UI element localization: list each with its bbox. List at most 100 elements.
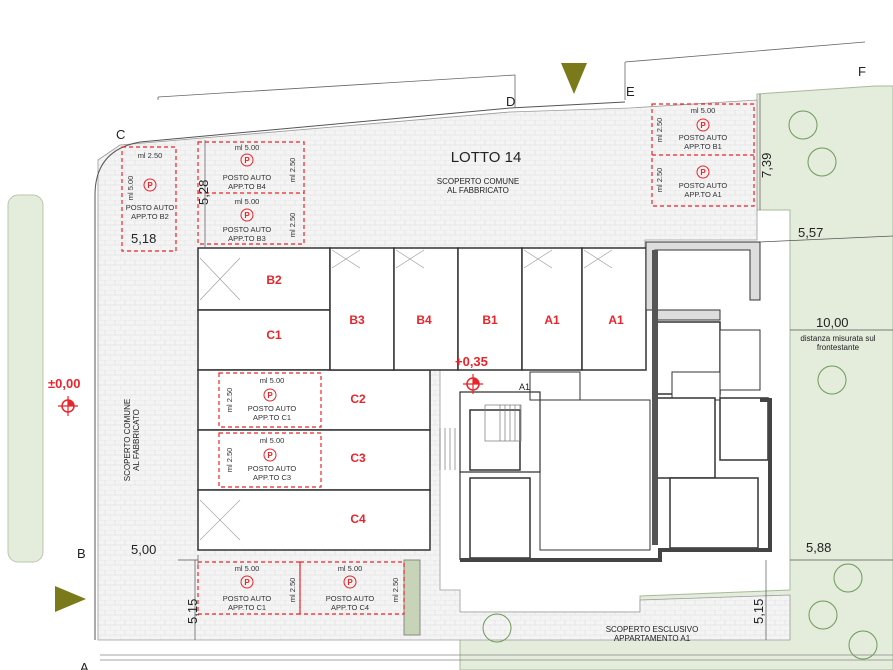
distance-note-2: frontestante xyxy=(817,343,860,352)
unit-a1b: A1 xyxy=(608,313,624,327)
unit-c4: C4 xyxy=(350,512,366,526)
parking-b3-app: APP.TO B3 xyxy=(228,234,266,243)
garage-block xyxy=(197,247,647,551)
boundary-top xyxy=(157,41,866,108)
parking-b4-side: ml 2.50 xyxy=(288,158,297,183)
dim-5-88: 5,88 xyxy=(806,540,831,555)
scoperto-left-2: AL FABBRICATO xyxy=(132,409,141,471)
parking-b1-app: APP.TO B1 xyxy=(684,142,722,151)
distance-note-1: distanza misurata sul xyxy=(800,334,875,343)
parking-c1-app: APP.TO C1 xyxy=(253,413,291,422)
svg-text:P: P xyxy=(347,578,353,587)
dimension-lines xyxy=(178,94,893,640)
parking-b3-posto: POSTO AUTO xyxy=(223,225,272,234)
parking-c4-ml: ml 5.00 xyxy=(338,564,363,573)
parking-a1-app: APP.TO A1 xyxy=(684,190,721,199)
svg-text:P: P xyxy=(267,451,273,460)
scoperto-bottom-1: SCOPERTO ESCLUSIVO xyxy=(606,625,699,634)
unit-c3: C3 xyxy=(350,451,366,465)
dim-5-15-left: 5,15 xyxy=(185,599,200,624)
parking-b1-ml: ml 5.00 xyxy=(691,106,716,115)
parking-b2-ml-side: ml 5.00 xyxy=(126,176,135,201)
parking-c3-ml: ml 5.00 xyxy=(260,436,285,445)
parking-c1b-posto: POSTO AUTO xyxy=(223,594,272,603)
unit-b2: B2 xyxy=(266,273,282,287)
svg-text:P: P xyxy=(267,391,273,400)
parking-c1-posto: POSTO AUTO xyxy=(248,404,297,413)
scoperto-left-1: SCOPERTO COMUNE xyxy=(123,399,132,481)
staircase xyxy=(439,404,522,470)
parking-c1-side: ml 2.50 xyxy=(225,388,234,413)
parking-a1-posto: POSTO AUTO xyxy=(679,181,728,190)
unit-a1a: A1 xyxy=(544,313,560,327)
parking-c1b-ml: ml 5.00 xyxy=(235,564,260,573)
unit-c1: C1 xyxy=(266,328,282,342)
svg-text:P: P xyxy=(244,578,250,587)
parking-c4-app: APP.TO C4 xyxy=(331,603,369,612)
parking-icons xyxy=(143,118,710,589)
parking-b2-posto: POSTO AUTO xyxy=(126,203,175,212)
svg-text:P: P xyxy=(700,168,706,177)
trees xyxy=(482,110,878,660)
parking-spaces xyxy=(121,103,755,615)
wall-strip xyxy=(403,559,421,636)
parking-b4-app: APP.TO B4 xyxy=(228,182,266,191)
parking-c3-posto: POSTO AUTO xyxy=(248,464,297,473)
unit-b1: B1 xyxy=(482,313,498,327)
boundary-line xyxy=(94,101,626,640)
dim-5-28: 5,28 xyxy=(196,180,211,205)
unit-b3: B3 xyxy=(349,313,365,327)
dim-5-18: 5,18 xyxy=(131,231,156,246)
elevation-marker-building xyxy=(463,374,483,394)
parking-b1-side: ml 2.50 xyxy=(655,118,664,143)
corner-e: E xyxy=(626,84,635,99)
parking-c4-posto: POSTO AUTO xyxy=(326,594,375,603)
parking-b3-ml: ml 5.00 xyxy=(235,197,260,206)
corner-b: B xyxy=(77,546,86,561)
parking-b4-ml: ml 5.00 xyxy=(235,143,260,152)
corner-f: F xyxy=(858,64,866,79)
boundary-bottom xyxy=(100,654,893,661)
parking-a1-side: ml 2.50 xyxy=(655,168,664,193)
dim-7-39: 7,39 xyxy=(759,153,774,178)
dim-5-15-right: 5,15 xyxy=(751,599,766,624)
garage-doors xyxy=(199,249,613,541)
svg-text:P: P xyxy=(244,211,250,220)
svg-text:P: P xyxy=(700,121,706,130)
parking-c3-app: APP.TO C3 xyxy=(253,473,291,482)
residential-building xyxy=(459,241,772,562)
svg-text:P: P xyxy=(244,156,250,165)
parking-c4-side: ml 2.50 xyxy=(391,578,400,603)
elevation-ground: ±0,00 xyxy=(48,376,80,391)
parking-c1b-app: APP.TO C1 xyxy=(228,603,266,612)
unit-a1-note: A1 xyxy=(519,382,530,392)
dim-5-57: 5,57 xyxy=(798,225,823,240)
dim-5-00: 5,00 xyxy=(131,542,156,557)
parking-b2-ml: ml 2.50 xyxy=(138,151,163,160)
elevation-building: +0,35 xyxy=(455,354,488,369)
parking-p-letters: P P P P P P P P P xyxy=(147,121,706,587)
corner-d: D xyxy=(506,94,515,109)
unit-b4: B4 xyxy=(416,313,432,327)
parking-c1-ml: ml 5.00 xyxy=(260,376,285,385)
dim-10-00: 10,00 xyxy=(816,315,849,330)
elevation-marker-ground xyxy=(58,396,78,416)
parking-c1b-side: ml 2.50 xyxy=(288,578,297,603)
unit-c2: C2 xyxy=(350,392,366,406)
corner-c: C xyxy=(116,127,125,142)
corner-a: A xyxy=(80,660,89,670)
scoperto-top-1: SCOPERTO COMUNE xyxy=(437,177,519,186)
svg-text:P: P xyxy=(147,181,153,190)
parking-b4-posto: POSTO AUTO xyxy=(223,173,272,182)
parking-b3-side: ml 2.50 xyxy=(288,213,297,238)
lot-title: LOTTO 14 xyxy=(451,149,522,166)
parking-b2-app: APP.TO B2 xyxy=(131,212,169,221)
scoperto-bottom-2: APPARTAMENTO A1 xyxy=(614,634,691,643)
left-green-strip xyxy=(7,194,44,563)
parking-c3-side: ml 2.50 xyxy=(225,448,234,473)
parking-b1-posto: POSTO AUTO xyxy=(679,133,728,142)
entrance-triangle-left xyxy=(55,586,86,612)
scoperto-top-2: AL FABBRICATO xyxy=(447,186,509,195)
entrance-triangle-top xyxy=(561,63,587,94)
